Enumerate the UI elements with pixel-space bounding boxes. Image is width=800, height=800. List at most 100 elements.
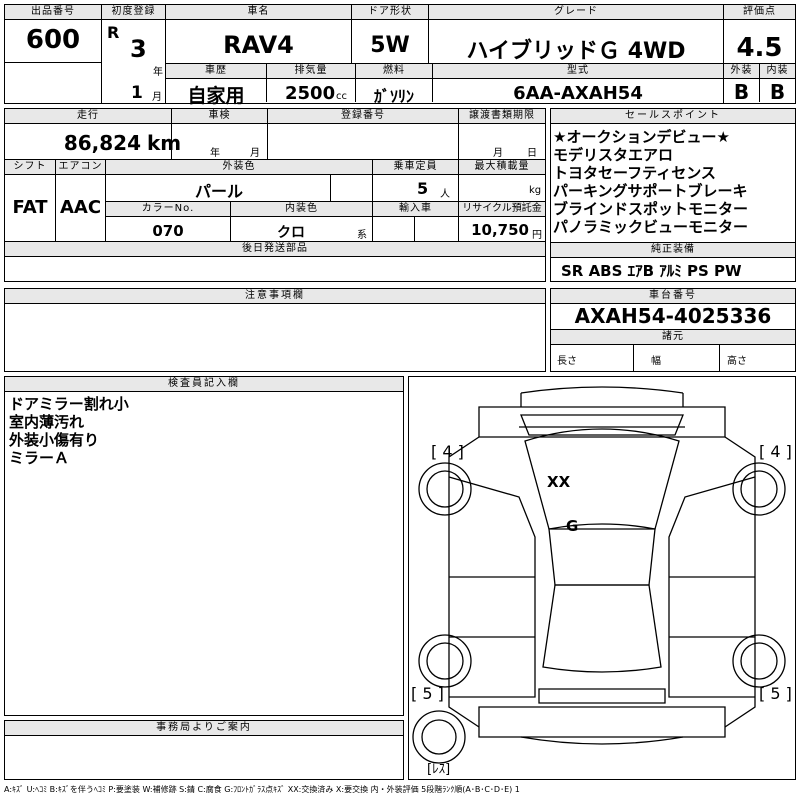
- doors-label: ドア形状: [352, 5, 428, 20]
- notes-section: 注意事項欄: [4, 288, 546, 372]
- width-label: 幅: [651, 356, 661, 367]
- plate-label: 登録番号: [268, 109, 458, 124]
- tire-rear-right: [ 5 ]: [759, 684, 792, 703]
- recycle-unit: 円: [532, 230, 542, 241]
- displacement-label: 排気量: [267, 64, 355, 79]
- int-score: B: [769, 80, 786, 104]
- inspector-note: ミラーＡ: [9, 449, 70, 467]
- ac: AAC: [59, 197, 102, 218]
- office-label: 事務局よりご案内: [5, 721, 403, 736]
- inspector-section: 検査員記入欄 ドアミラー割れ小 室内薄汚れ 外装小傷有り ミラーＡ: [4, 376, 404, 716]
- recycle-label: リサイクル預託金: [459, 202, 545, 217]
- selling-points-label: セールスポイント: [551, 109, 795, 124]
- tire-front-right: [ 4 ]: [759, 442, 792, 461]
- inspection-label: 車検: [172, 109, 267, 124]
- recycle-fee: 10,750: [471, 221, 529, 239]
- spare-tire-label: [ﾚｽ]: [427, 762, 450, 777]
- capacity-unit: 人: [440, 189, 450, 200]
- capacity: 5: [417, 179, 429, 198]
- month-unit: 月: [152, 92, 162, 103]
- lot-cell: 出品番号 600: [5, 5, 101, 101]
- chassis-number: AXAH54-4025336: [574, 304, 772, 328]
- chassis-section: 車台番号 AXAH54-4025336 諸元 長さ 幅 高さ: [550, 288, 796, 372]
- height-label: 高さ: [727, 356, 747, 367]
- car-body-diagram: [ 4 ] [ 4 ] [ 5 ] [ 5 ] [ﾚｽ] XX G: [411, 386, 792, 777]
- cc-unit: cc: [336, 91, 347, 102]
- shift: FAT: [12, 197, 48, 218]
- inspector-label: 検査員記入欄: [5, 377, 403, 392]
- info-grid: 走行 86,824 km 車検 年 月 登録番号 譲渡書類期限 月 日 シフト …: [4, 108, 546, 282]
- reg-month: 1: [131, 83, 143, 103]
- color: パール: [194, 182, 243, 201]
- mark-xx: XX: [547, 473, 571, 491]
- transfer-day-unit: 日: [527, 148, 537, 159]
- ext-label: 外装: [724, 64, 759, 79]
- selling-point: ブラインドスポットモニター: [553, 200, 749, 218]
- lot-number: 600: [25, 25, 81, 55]
- ext-score: B: [733, 80, 750, 104]
- shift-label: シフト: [5, 160, 55, 175]
- selling-points-section: セールスポイント ★オークションデビュー★ モデリスタエアロ トヨタセーフティセ…: [550, 108, 796, 282]
- load-label: 最大積載量: [459, 160, 545, 175]
- history-label: 車歴: [166, 64, 266, 79]
- inspector-note: 室内薄汚れ: [9, 413, 85, 431]
- score: 4.5: [736, 33, 783, 63]
- inspector-notes: ドアミラー割れ小 室内薄汚れ 外装小傷有り ミラーＡ: [9, 395, 129, 467]
- interior-label: 内装色: [231, 202, 372, 217]
- selling-point: パーキングサポートブレーキ: [553, 182, 748, 200]
- history: 自家用: [187, 85, 245, 107]
- specs-label: 諸元: [551, 329, 795, 345]
- grade: ハイブリッドＧ 4WD: [466, 39, 686, 64]
- capacity-label: 乗車定員: [373, 160, 458, 175]
- later-parts-label: 後日発送部品: [5, 242, 545, 257]
- chassis-label: 車台番号: [551, 289, 795, 304]
- import-label: 輸入車: [373, 202, 458, 217]
- load-unit: kg: [529, 185, 542, 196]
- selling-point: ★オークションデビュー★: [553, 128, 730, 146]
- selling-points-list: ★オークションデビュー★ モデリスタエアロ トヨタセーフティセンス パーキングサ…: [553, 128, 748, 236]
- first-reg-label: 初度登録: [102, 5, 165, 20]
- car-diagram: [ 4 ] [ 4 ] [ 5 ] [ 5 ] [ﾚｽ] XX G: [408, 376, 796, 780]
- reg-era: R: [107, 23, 120, 42]
- car-name: RAV4: [223, 31, 294, 59]
- color-label: 外装色: [106, 160, 372, 175]
- km-unit: km: [147, 131, 182, 155]
- interior-unit: 系: [357, 230, 367, 241]
- door-type: 5W: [370, 33, 410, 58]
- int-label: 内装: [760, 64, 795, 79]
- ac-label: エアコン: [56, 160, 105, 175]
- displacement: 2500: [285, 83, 336, 104]
- model-code: 6AA-AXAH54: [513, 83, 643, 104]
- fuel-label: 燃料: [356, 64, 432, 79]
- selling-point: トヨタセーフティセンス: [553, 164, 716, 182]
- inspector-note: 外装小傷有り: [9, 431, 100, 449]
- equipment: SR ABS ｴｱB ｱﾙﾐ PS PW: [561, 262, 742, 280]
- color-no: 070: [152, 222, 184, 240]
- model-label: 型式: [433, 64, 723, 79]
- year-unit: 年: [153, 67, 163, 78]
- selling-point: モデリスタエアロ: [553, 146, 674, 164]
- color-no-label: カラーNo.: [106, 202, 230, 217]
- lot-label: 出品番号: [5, 5, 101, 20]
- mileage-label: 走行: [5, 109, 171, 124]
- grade-label: グレード: [429, 5, 723, 20]
- notes-label: 注意事項欄: [5, 289, 545, 304]
- mileage: 86,824: [63, 131, 141, 155]
- equipment-label: 純正装備: [551, 243, 795, 258]
- reg-year: 3: [130, 35, 147, 63]
- inspector-note: ドアミラー割れ小: [9, 395, 129, 413]
- mark-g: G: [566, 517, 578, 535]
- length-label: 長さ: [557, 356, 577, 367]
- tire-rear-left: [ 5 ]: [411, 684, 444, 703]
- legend: A:ｷｽﾞ U:ﾍｺﾐ B:ｷｽﾞを伴うﾍｺﾐ P:要塗装 W:補修跡 S:錆 …: [4, 785, 520, 794]
- transfer-month-unit: 月: [493, 148, 503, 159]
- name-label: 車名: [166, 5, 351, 20]
- interior-color: クロ: [277, 225, 305, 241]
- header-section: 出品番号 600 初度登録 R 3 年 1 月 車名 RAV4 ドア形状 5W …: [4, 4, 796, 107]
- transfer-label: 譲渡書類期限: [459, 109, 545, 124]
- fuel: ｶﾞｿﾘﾝ: [373, 87, 414, 106]
- insp-month-unit: 月: [250, 148, 260, 159]
- insp-year-unit: 年: [210, 148, 220, 159]
- tire-front-left: [ 4 ]: [431, 442, 464, 461]
- selling-point: パノラミックビューモニター: [553, 218, 749, 236]
